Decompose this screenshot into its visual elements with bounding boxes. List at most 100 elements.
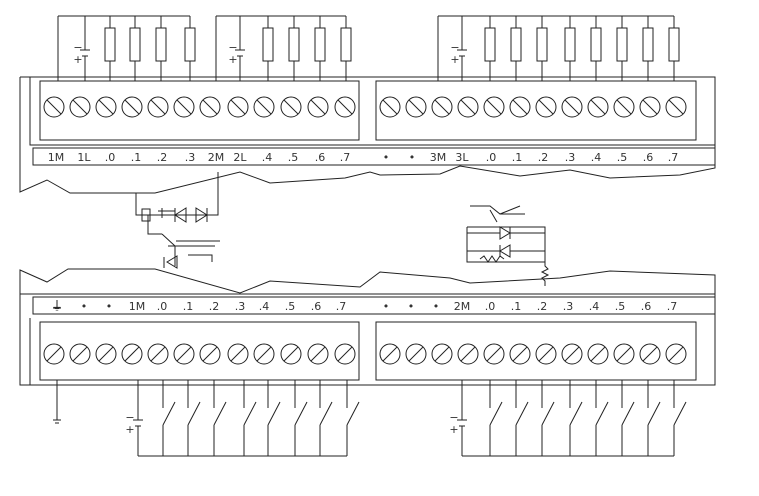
terminal-screw bbox=[43, 96, 65, 118]
terminal-screw bbox=[431, 96, 453, 118]
terminal-screw bbox=[405, 96, 427, 118]
terminal-label: .1 bbox=[131, 151, 142, 164]
terminal-label: .5 bbox=[285, 300, 296, 313]
screw-slot bbox=[283, 346, 299, 362]
bottom-right-terminal-box bbox=[375, 321, 697, 381]
screw-slot bbox=[230, 99, 246, 115]
terminal-label: • bbox=[409, 151, 416, 164]
load-resistor bbox=[536, 27, 548, 62]
battery-minus: − bbox=[449, 411, 458, 424]
terminal-label: .4 bbox=[591, 151, 602, 164]
terminal-label: .5 bbox=[615, 300, 626, 313]
terminal-screw bbox=[121, 96, 143, 118]
screw-slot bbox=[408, 346, 424, 362]
screw-slot bbox=[310, 99, 326, 115]
terminal-screw bbox=[227, 343, 249, 365]
load-resistor bbox=[668, 27, 680, 62]
terminal-screw bbox=[535, 96, 557, 118]
screw-slot bbox=[46, 99, 62, 115]
screw-slot bbox=[176, 99, 192, 115]
top-module-frame bbox=[19, 76, 716, 194]
terminal-label: .7 bbox=[336, 300, 347, 313]
terminal-label: 3M bbox=[430, 151, 447, 164]
terminal-screw bbox=[253, 343, 275, 365]
terminal-screw bbox=[535, 343, 557, 365]
battery-plus: + bbox=[125, 423, 134, 436]
screw-slot bbox=[150, 346, 166, 362]
terminal-screw bbox=[639, 96, 661, 118]
terminal-label: .1 bbox=[512, 151, 523, 164]
input-switch bbox=[515, 401, 529, 426]
terminal-label: • bbox=[383, 300, 390, 313]
terminal-label: .4 bbox=[589, 300, 600, 313]
screw-slot bbox=[98, 346, 114, 362]
terminal-screw bbox=[509, 343, 531, 365]
battery-plus: + bbox=[450, 53, 459, 66]
terminal-screw bbox=[147, 96, 169, 118]
terminal-screw bbox=[121, 343, 143, 365]
terminal-screw bbox=[457, 343, 479, 365]
terminal-label: .2 bbox=[538, 151, 549, 164]
input-switch bbox=[243, 401, 257, 426]
battery-plus: + bbox=[73, 53, 82, 66]
screw-slot bbox=[460, 99, 476, 115]
terminal-label: 1M bbox=[48, 151, 65, 164]
screw-slot bbox=[72, 346, 88, 362]
input-switch bbox=[541, 401, 555, 426]
load-resistor bbox=[642, 27, 654, 62]
load-resistor bbox=[184, 27, 196, 62]
top-inner-frame bbox=[29, 77, 715, 146]
terminal-label: 2L bbox=[233, 151, 247, 164]
screw-slot bbox=[434, 99, 450, 115]
terminal-label: .1 bbox=[183, 300, 194, 313]
screw-slot bbox=[564, 99, 580, 115]
terminal-screw bbox=[69, 96, 91, 118]
terminal-label: .2 bbox=[157, 151, 168, 164]
load-resistor bbox=[340, 27, 352, 62]
input-switch bbox=[213, 401, 227, 426]
terminal-screw bbox=[665, 343, 687, 365]
screw-slot bbox=[668, 99, 684, 115]
terminal-screw bbox=[280, 96, 302, 118]
screw-slot bbox=[590, 346, 606, 362]
screw-slot bbox=[512, 346, 528, 362]
terminal-label: .6 bbox=[641, 300, 652, 313]
input-switch bbox=[187, 401, 201, 426]
terminal-label: • bbox=[106, 300, 113, 313]
terminal-label: .5 bbox=[288, 151, 299, 164]
terminal-label: • bbox=[433, 300, 440, 313]
terminal-screw bbox=[639, 343, 661, 365]
terminal-screw bbox=[307, 96, 329, 118]
bottom-inner-frame bbox=[20, 293, 715, 385]
screw-slot bbox=[538, 346, 554, 362]
input-switch bbox=[489, 401, 503, 426]
screw-slot bbox=[202, 346, 218, 362]
terminal-screw bbox=[587, 343, 609, 365]
terminal-screw bbox=[69, 343, 91, 365]
terminal-screw bbox=[95, 96, 117, 118]
terminal-screw bbox=[509, 96, 531, 118]
load-resistor bbox=[314, 27, 326, 62]
load-resistor bbox=[616, 27, 628, 62]
terminal-label: • bbox=[408, 300, 415, 313]
screw-slot bbox=[460, 346, 476, 362]
terminal-label: .7 bbox=[667, 300, 678, 313]
screw-slot bbox=[202, 99, 218, 115]
terminal-label: .6 bbox=[311, 300, 322, 313]
terminal-label: 1L bbox=[77, 151, 91, 164]
screw-slot bbox=[486, 346, 502, 362]
screw-slot bbox=[382, 99, 398, 115]
terminal-screw bbox=[431, 343, 453, 365]
output-isolation-circuit bbox=[135, 172, 220, 269]
screw-slot bbox=[590, 99, 606, 115]
terminal-screw bbox=[173, 96, 195, 118]
screw-slot bbox=[337, 346, 353, 362]
terminal-label: .5 bbox=[617, 151, 628, 164]
screw-slot bbox=[434, 346, 450, 362]
terminal-label: 1M bbox=[129, 300, 146, 313]
bottom-module-frame bbox=[19, 268, 716, 386]
terminal-label: .0 bbox=[486, 151, 497, 164]
screw-slot bbox=[616, 99, 632, 115]
terminal-screw bbox=[561, 343, 583, 365]
